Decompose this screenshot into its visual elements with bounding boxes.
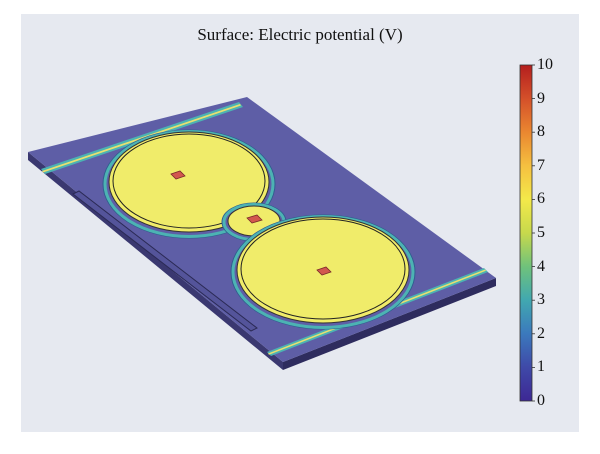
board-slot [72,190,258,332]
colorbar-tick-label: 10 [537,56,553,73]
edge-strip-top-inner [42,104,241,173]
contact-pad-2 [246,214,263,224]
board-side-right [283,278,496,370]
colorbar-tick-label: 5 [537,224,545,241]
colorbar-tick-label: 6 [537,190,545,208]
plot-panel: Surface: Electric potential (V) [21,14,579,432]
colorbar-tick-label: 7 [537,156,545,174]
contact-pad-3 [316,266,332,276]
contact-pad-1 [170,170,186,180]
plot-title: Surface: Electric potential (V) [197,25,403,44]
colorbar-tick-label: 9 [537,89,545,107]
potential-surface-view [28,64,535,402]
colorbar-tick-label: 2 [537,324,545,342]
colorbar-tick-label: 0 [537,392,545,409]
large-electrode-bottom [230,214,416,330]
colorbar-tick-label: 8 [537,123,545,141]
colorbar-tick-label: 4 [537,257,545,275]
colorbar-tick-label: 3 [537,291,545,309]
colorbar [519,64,533,402]
colorbar-tick-label: 1 [537,358,545,376]
